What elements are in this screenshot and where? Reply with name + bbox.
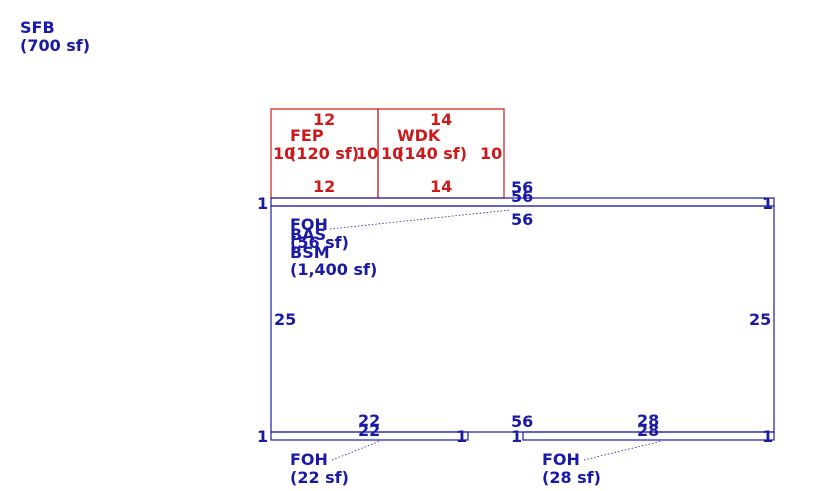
bsm-bottom-dim: 56: [511, 412, 533, 431]
foh-right-right-dim: 1: [762, 427, 773, 446]
fep-top-dim: 12: [313, 110, 335, 129]
foh-top-label: FOH: [290, 215, 328, 234]
fep-right-dim: 10: [356, 144, 378, 163]
bsm-top-dim: 56: [511, 210, 533, 229]
wdk-top-dim: 14: [430, 110, 452, 129]
foh-left-leader: [331, 440, 381, 461]
foh-top-leader: [329, 209, 511, 230]
foh-right-outline: [522, 431, 775, 441]
foh-right-leader: [583, 440, 663, 461]
foh-right-left-dim: 1: [511, 427, 522, 446]
foh-top-right-dim: 1: [762, 194, 773, 213]
bsm-area: (1,400 sf): [290, 260, 377, 279]
sfb-area: (700 sf): [20, 36, 90, 55]
foh-top-bottom-dim: 56: [511, 187, 533, 206]
bsm-label: BSM: [290, 243, 330, 262]
wdk-label: WDK: [397, 126, 441, 145]
foh-right-area: (28 sf): [542, 468, 601, 487]
foh-left-right-dim: 1: [456, 427, 467, 446]
foh-left-left-dim: 1: [257, 427, 268, 446]
foh-left-label: FOH: [290, 450, 328, 469]
fep-left-dim: 10: [273, 144, 295, 163]
wdk-area: (140 sf): [397, 144, 467, 163]
sfb-label: SFB: [20, 18, 55, 37]
bas-label: BAS: [290, 225, 326, 244]
foh-left-area: (22 sf): [290, 468, 349, 487]
foh-right-top-dim: 28: [637, 411, 659, 430]
fep-bottom-dim: 12: [313, 177, 335, 196]
foh-left-outline: [270, 431, 469, 441]
foh-right-label: FOH: [542, 450, 580, 469]
foh-left-top-dim: 22: [358, 411, 380, 430]
foh-top-area: (56 sf): [290, 233, 349, 252]
wdk-left-dim: 10: [381, 144, 403, 163]
bsm-left-dim: 25: [274, 310, 296, 329]
foh-top-top-dim: 56: [511, 178, 533, 197]
foh-left-bottom-dim: 22: [358, 421, 380, 440]
wdk-right-dim: 10: [480, 144, 502, 163]
bsm-right-dim: 25: [749, 310, 771, 329]
foh-right-bottom-dim: 28: [637, 421, 659, 440]
wdk-bottom-dim: 14: [430, 177, 452, 196]
foh-top-left-dim: 1: [257, 194, 268, 213]
fep-label: FEP: [290, 126, 324, 145]
fep-area: (120 sf): [289, 144, 359, 163]
